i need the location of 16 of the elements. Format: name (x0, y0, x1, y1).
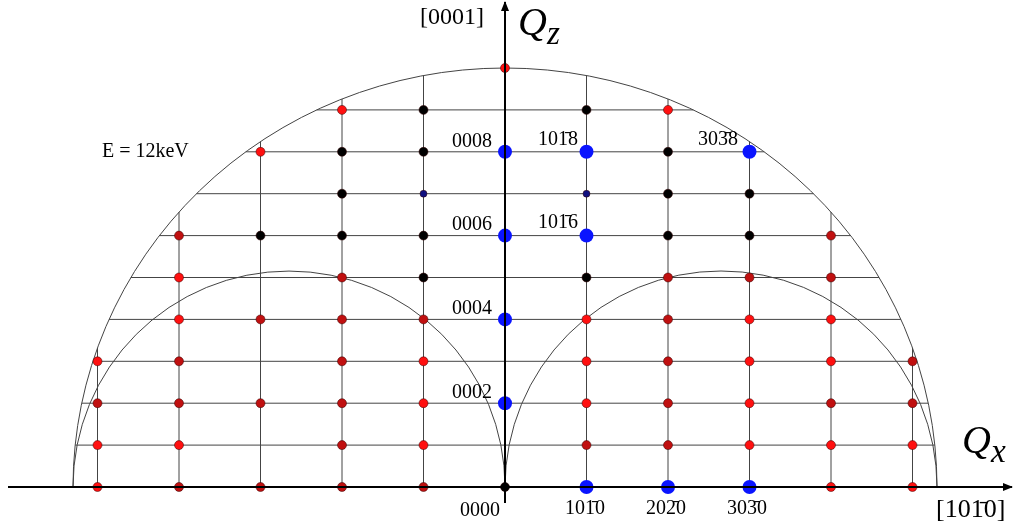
reflection-label: 101̄8 (538, 128, 578, 148)
reflection-label: 303̄8 (698, 128, 738, 148)
reflection-label: 202̄0 (646, 497, 686, 517)
reflection-label: 303̄0 (727, 497, 767, 517)
reflection-label: 0002 (452, 381, 492, 401)
reflection-label: 0008 (452, 130, 492, 150)
axis-label: Q$_{x}$ (962, 420, 1006, 468)
reflection-label: 101̄6 (538, 211, 578, 231)
reflection-label: 0004 (452, 297, 492, 317)
axis-label: [0001] (420, 4, 484, 28)
reflection-label: 101̄0 (565, 497, 605, 517)
axis-label: [101̄0] (936, 496, 1006, 522)
reflection-label: 0000 (460, 499, 500, 519)
reflection-label: 0006 (452, 213, 492, 233)
axis-label: Q$_{z}$ (518, 2, 560, 50)
energy-label: E = 12keV (102, 140, 189, 160)
